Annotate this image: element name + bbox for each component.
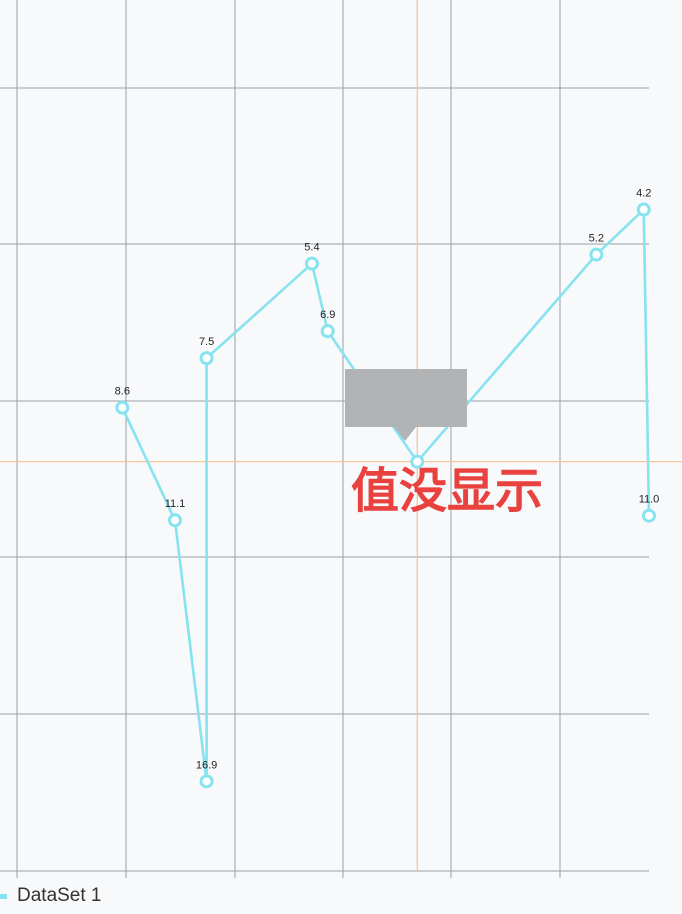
annotation-text: 值没显示 <box>351 463 543 519</box>
data-label: 4.2 <box>636 188 651 200</box>
data-label: 11.0 <box>639 494 660 506</box>
legend-label: DataSet 1 <box>17 885 102 906</box>
data-label: 11.1 <box>165 498 186 510</box>
data-point[interactable] <box>642 508 656 523</box>
series-line <box>121 208 651 783</box>
tooltip <box>345 369 467 441</box>
tooltip-box <box>345 369 467 427</box>
data-point[interactable] <box>636 202 651 217</box>
data-point[interactable] <box>304 256 319 271</box>
grid <box>0 0 649 878</box>
data-label: 5.2 <box>589 233 604 245</box>
data-point[interactable] <box>410 454 425 469</box>
data-point[interactable] <box>589 247 604 262</box>
legend: DataSet 1 <box>0 882 102 910</box>
tooltip-pointer <box>394 427 416 441</box>
data-label: 7.5 <box>199 336 214 348</box>
data-label: 5.4 <box>304 242 319 254</box>
data-point[interactable] <box>168 513 182 528</box>
data-label: 16.9 <box>196 759 217 771</box>
data-label: 6.9 <box>320 309 335 321</box>
data-point[interactable] <box>320 324 335 339</box>
highlight-crosshair <box>0 0 682 871</box>
data-labels: 8.6 11.1 16.9 7.5 5.4 6.9 5.2 4.2 11.0 <box>115 188 660 772</box>
legend-swatch <box>0 893 7 899</box>
data-point[interactable] <box>199 774 214 789</box>
series-dataset-1 <box>115 202 656 789</box>
data-label: 8.6 <box>115 386 130 398</box>
data-point[interactable] <box>115 400 130 415</box>
data-point[interactable] <box>199 351 214 366</box>
